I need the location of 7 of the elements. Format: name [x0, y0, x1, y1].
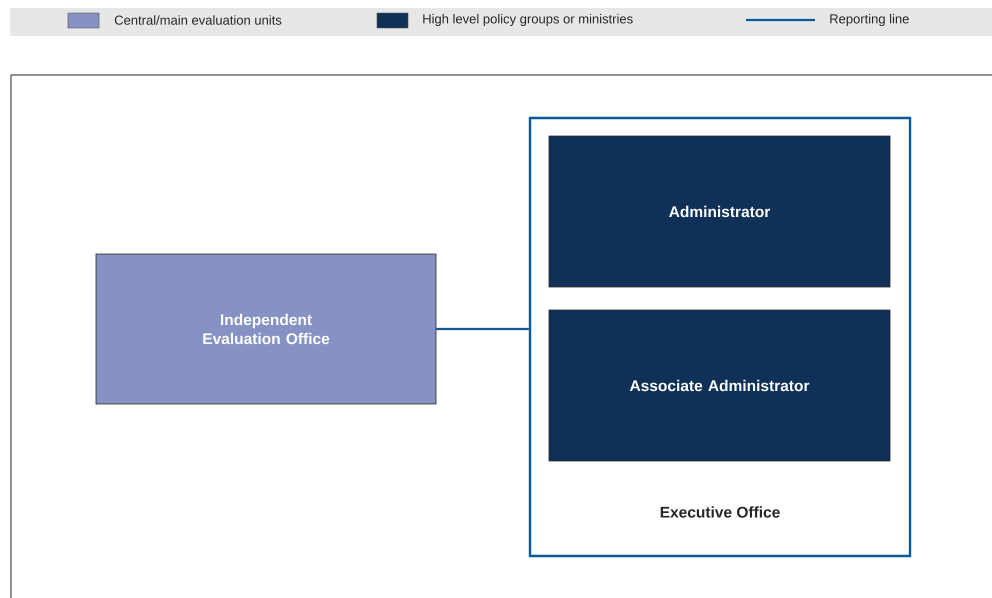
legend-label: Reporting line	[830, 14, 909, 26]
evaluation-unit-box: Independent Evaluation Office	[96, 254, 436, 404]
legend-label: High level policy groups or ministries	[423, 14, 633, 26]
policy-group-box: Administrator	[548, 136, 890, 288]
policy-group-box: Associate Administrator	[548, 310, 890, 462]
legend-label: Central/main evaluation units	[114, 15, 282, 25]
reporting-line	[436, 328, 529, 330]
